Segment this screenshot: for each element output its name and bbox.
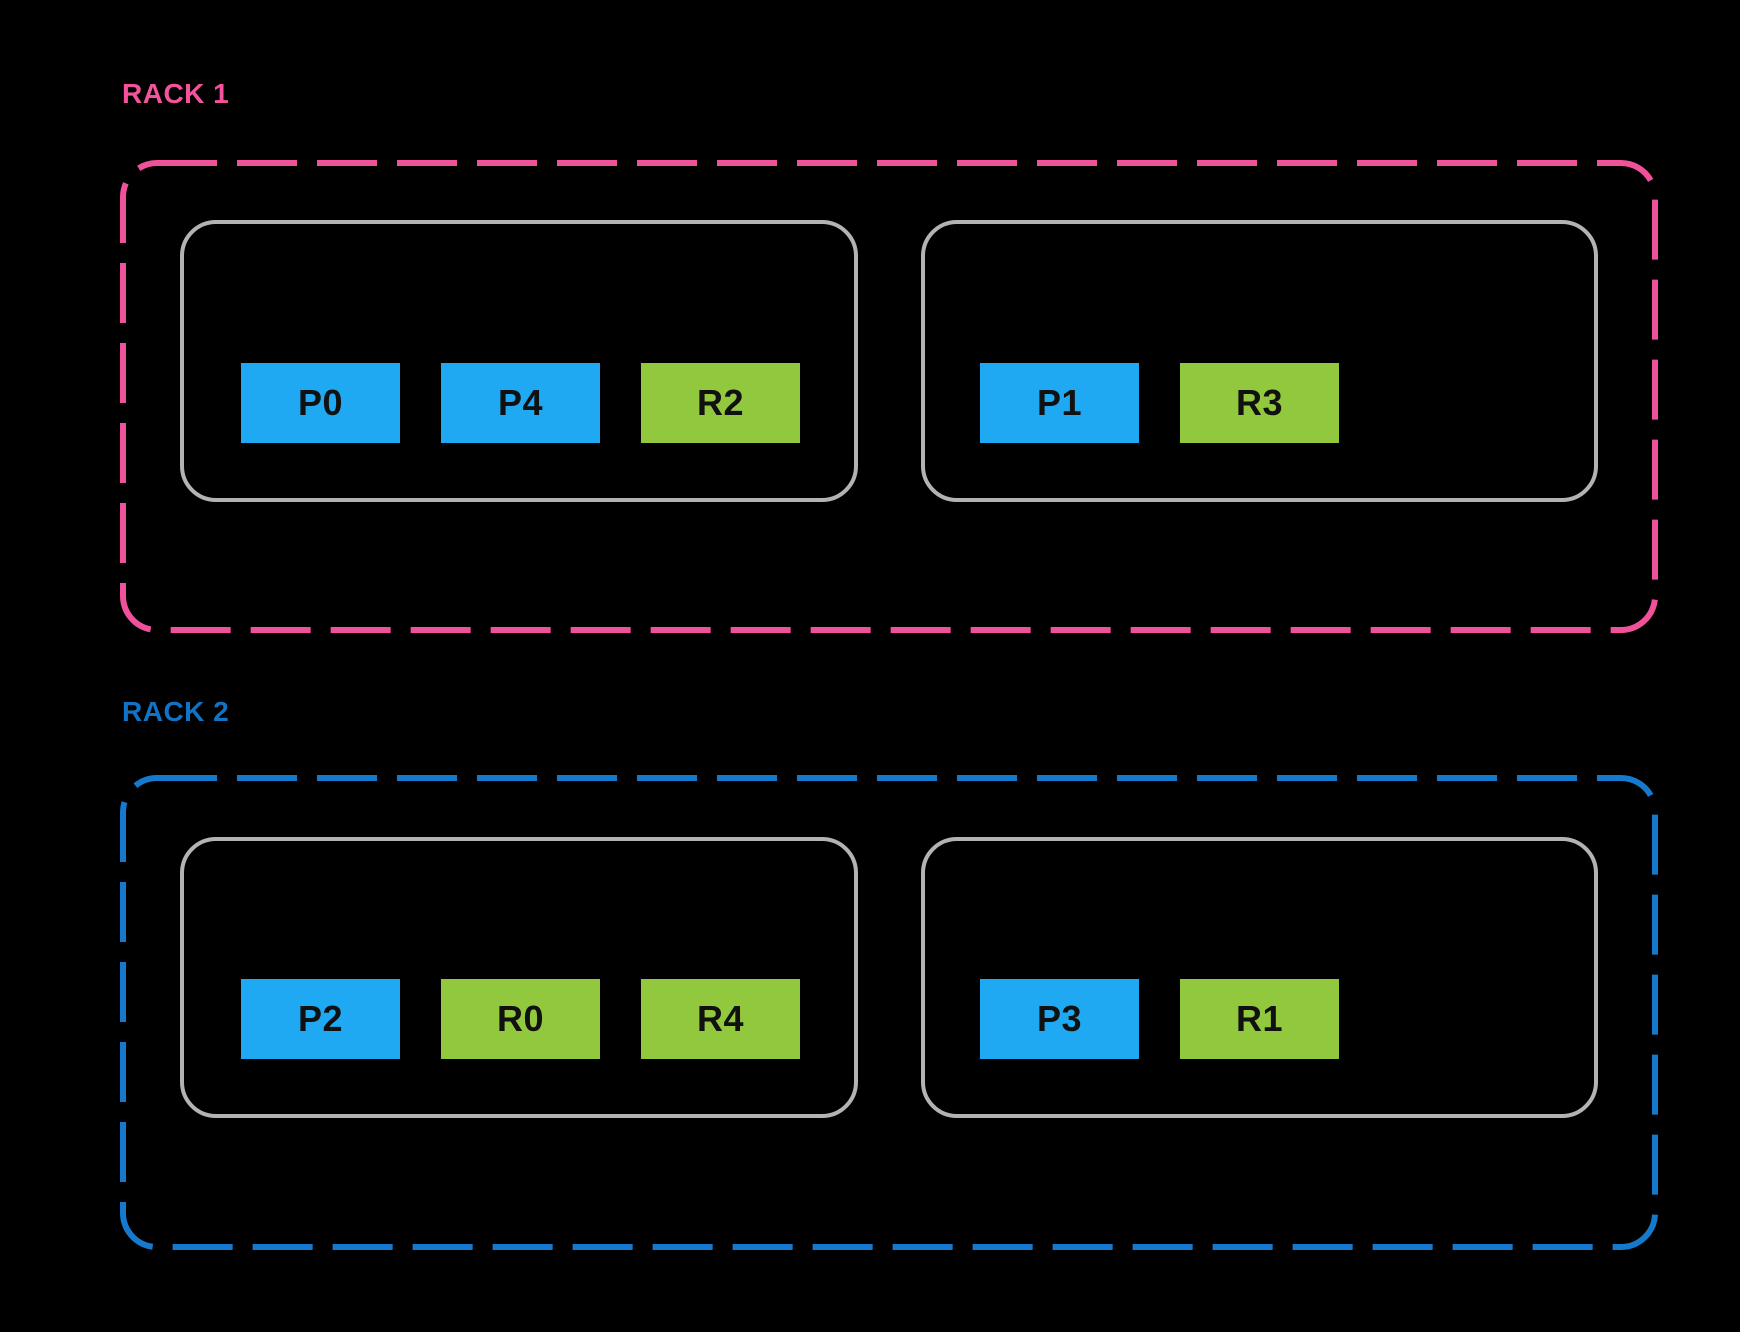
rack2-outline xyxy=(120,775,1658,1250)
rack1-node2 xyxy=(921,220,1598,502)
rack2-node2 xyxy=(921,837,1598,1118)
rack1-label: RACK 1 xyxy=(122,78,230,109)
rack2-node1 xyxy=(180,837,858,1118)
slot-r1: R1 xyxy=(1180,979,1339,1059)
rack1-dashed-border xyxy=(120,160,1658,633)
rack2-dashed-border xyxy=(120,775,1658,1250)
slot-p2: P2 xyxy=(241,979,400,1059)
slot-r3: R3 xyxy=(1180,363,1339,443)
rack2-label: RACK 2 xyxy=(122,696,230,727)
slot-r4: R4 xyxy=(641,979,800,1059)
slot-r0: R0 xyxy=(441,979,600,1059)
slot-p1: P1 xyxy=(980,363,1139,443)
rack1-group: RACK 1 P0 P4 R2 P1 R3 xyxy=(120,78,1658,633)
slot-p3: P3 xyxy=(980,979,1139,1059)
slot-p4: P4 xyxy=(441,363,600,443)
rack1-node1 xyxy=(180,220,858,502)
slot-p0: P0 xyxy=(241,363,400,443)
slot-r2: R2 xyxy=(641,363,800,443)
rack2-group: RACK 2 P2 R0 R4 P3 R1 xyxy=(120,696,1658,1250)
rack1-outline xyxy=(120,160,1658,633)
